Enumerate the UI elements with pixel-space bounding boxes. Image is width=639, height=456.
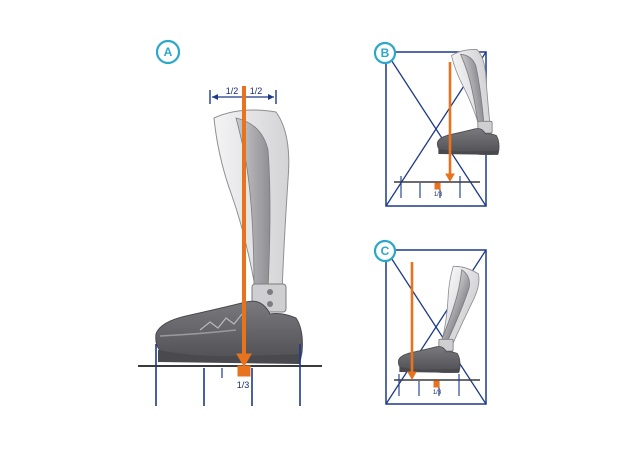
leg-with-orthosis-a bbox=[155, 109, 304, 365]
panel-a-badge: A bbox=[155, 39, 181, 65]
panel-c-frame bbox=[385, 249, 487, 405]
third-label-b: 1/3 bbox=[434, 192, 443, 198]
half-right-label: 1/2 bbox=[250, 86, 263, 96]
panel-b-label: B bbox=[381, 46, 390, 60]
panel-c: 1/3 C bbox=[373, 239, 487, 405]
load-marker-a bbox=[237, 365, 251, 377]
panel-c-badge: C bbox=[373, 239, 397, 263]
panel-b: 1/3 B bbox=[373, 41, 500, 207]
panel-a: A 1/2 1/2 1/3 bbox=[138, 39, 322, 406]
third-label-c: 1/3 bbox=[433, 390, 442, 396]
guide-lines-a bbox=[155, 344, 301, 406]
load-line-b bbox=[434, 62, 455, 190]
third-label-a: 1/3 bbox=[237, 380, 250, 390]
guide-lines-c bbox=[398, 374, 460, 396]
panel-b-circle bbox=[373, 41, 397, 65]
load-line-a bbox=[236, 86, 252, 377]
load-line-c bbox=[407, 262, 440, 388]
panel-b-badge: B bbox=[373, 41, 397, 65]
panel-c-circle bbox=[373, 239, 397, 263]
panel-a-label: A bbox=[164, 45, 173, 59]
half-left-label: 1/2 bbox=[226, 86, 239, 96]
panel-c-label: C bbox=[381, 244, 390, 258]
panel-a-circle bbox=[155, 39, 181, 65]
